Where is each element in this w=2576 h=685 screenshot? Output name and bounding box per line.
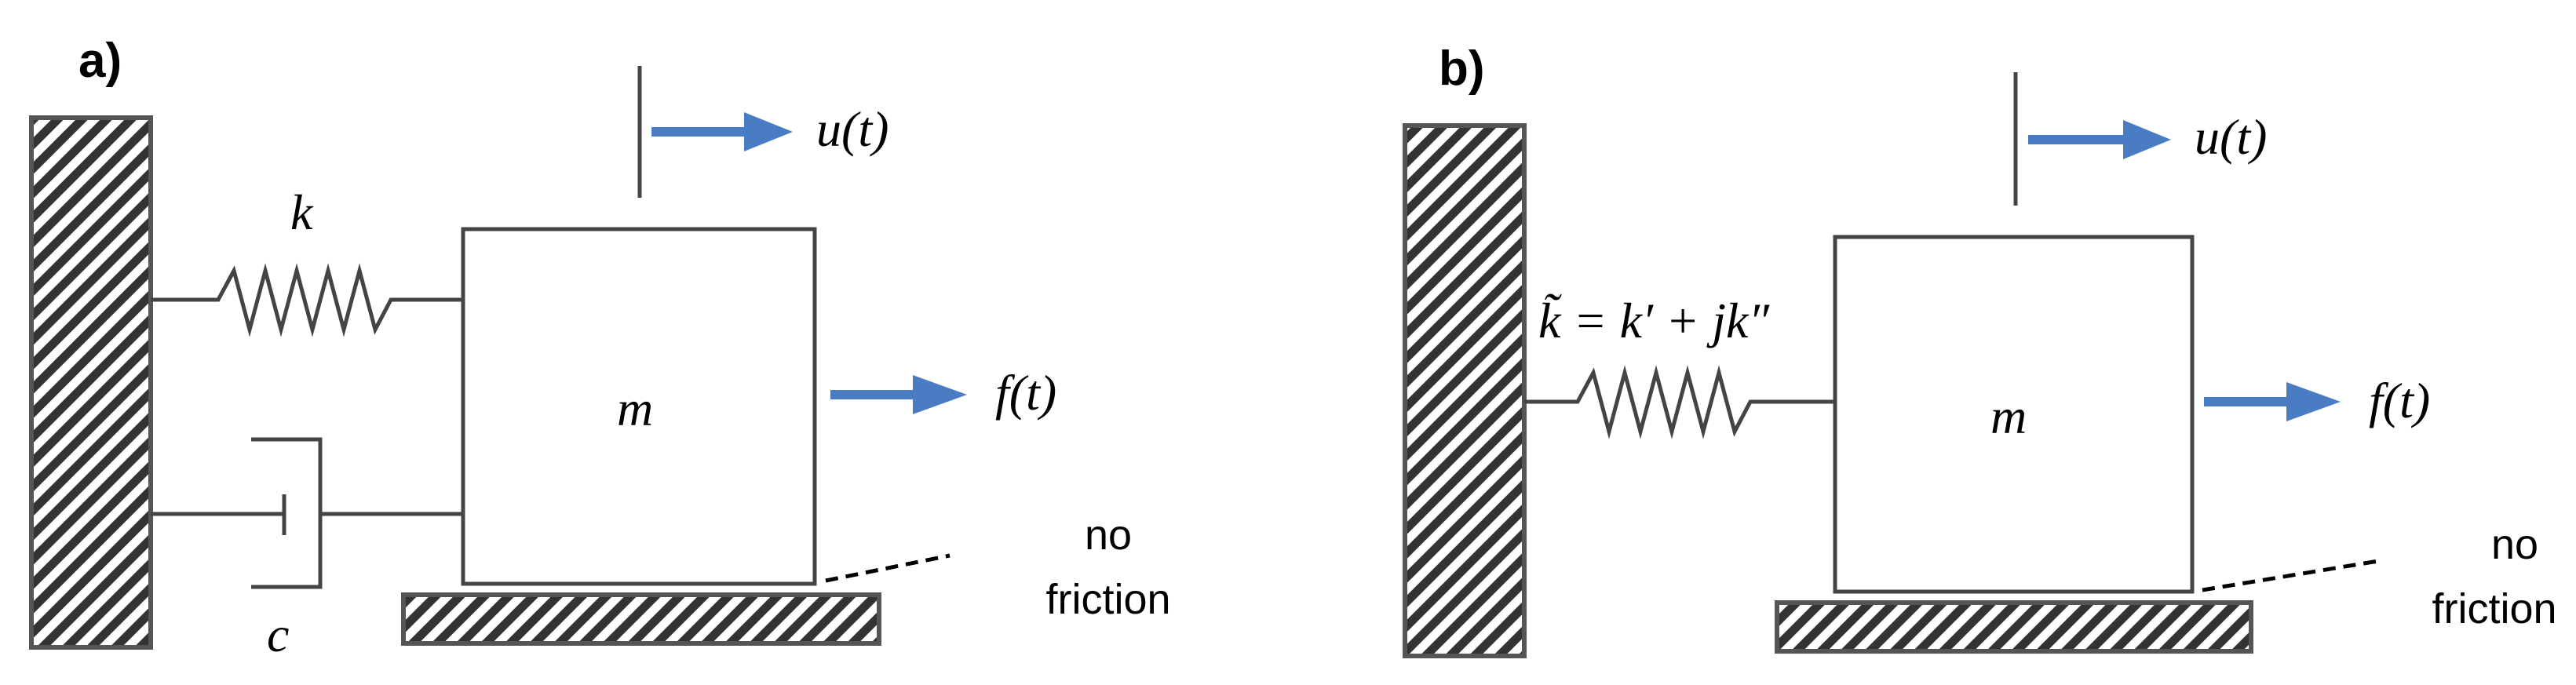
- panel-b: b) k̃ = k′ + jk″ m u(t) f(t) no friction: [1403, 42, 2557, 658]
- displacement-arrow-b: [2028, 120, 2171, 159]
- damper-label-a: c: [267, 607, 289, 662]
- force-arrow-b: [2204, 382, 2341, 421]
- friction-note-a-line1: no: [1085, 512, 1132, 559]
- spring-label-b: k̃ = k′ + jk″: [1538, 293, 1770, 348]
- wall-b: [1403, 123, 1527, 658]
- mass-block-a: [461, 227, 817, 586]
- displacement-label-b: u(t): [2195, 109, 2267, 165]
- spring-label-a: k: [290, 184, 314, 240]
- damper-a: [151, 437, 463, 589]
- spring-b: [1524, 365, 1835, 439]
- friction-pointer-a: [825, 553, 950, 583]
- spring-a: [151, 263, 463, 337]
- panel-b-label: b): [1439, 42, 1485, 96]
- friction-pointer-b: [2202, 559, 2379, 592]
- panel-a-label: a): [78, 34, 122, 88]
- panel-a: a) k c m u(t) f(t): [29, 34, 1171, 662]
- wall-a: [29, 115, 153, 650]
- ground-a: [401, 592, 881, 646]
- mass-block-b: [1833, 235, 2195, 594]
- displacement-arrow-a: [651, 112, 793, 151]
- force-label-a: f(t): [995, 365, 1056, 421]
- friction-note-b-line1: no: [2491, 521, 2538, 568]
- force-label-b: f(t): [2369, 373, 2430, 428]
- mass-label-b: m: [1990, 388, 2027, 444]
- displacement-label-a: u(t): [816, 101, 888, 157]
- mass-label-a: m: [617, 381, 653, 436]
- friction-note-a-line2: friction: [1045, 576, 1170, 623]
- force-arrow-a: [830, 375, 967, 414]
- ground-b: [1775, 600, 2253, 654]
- friction-note-b-line2: friction: [2432, 585, 2556, 632]
